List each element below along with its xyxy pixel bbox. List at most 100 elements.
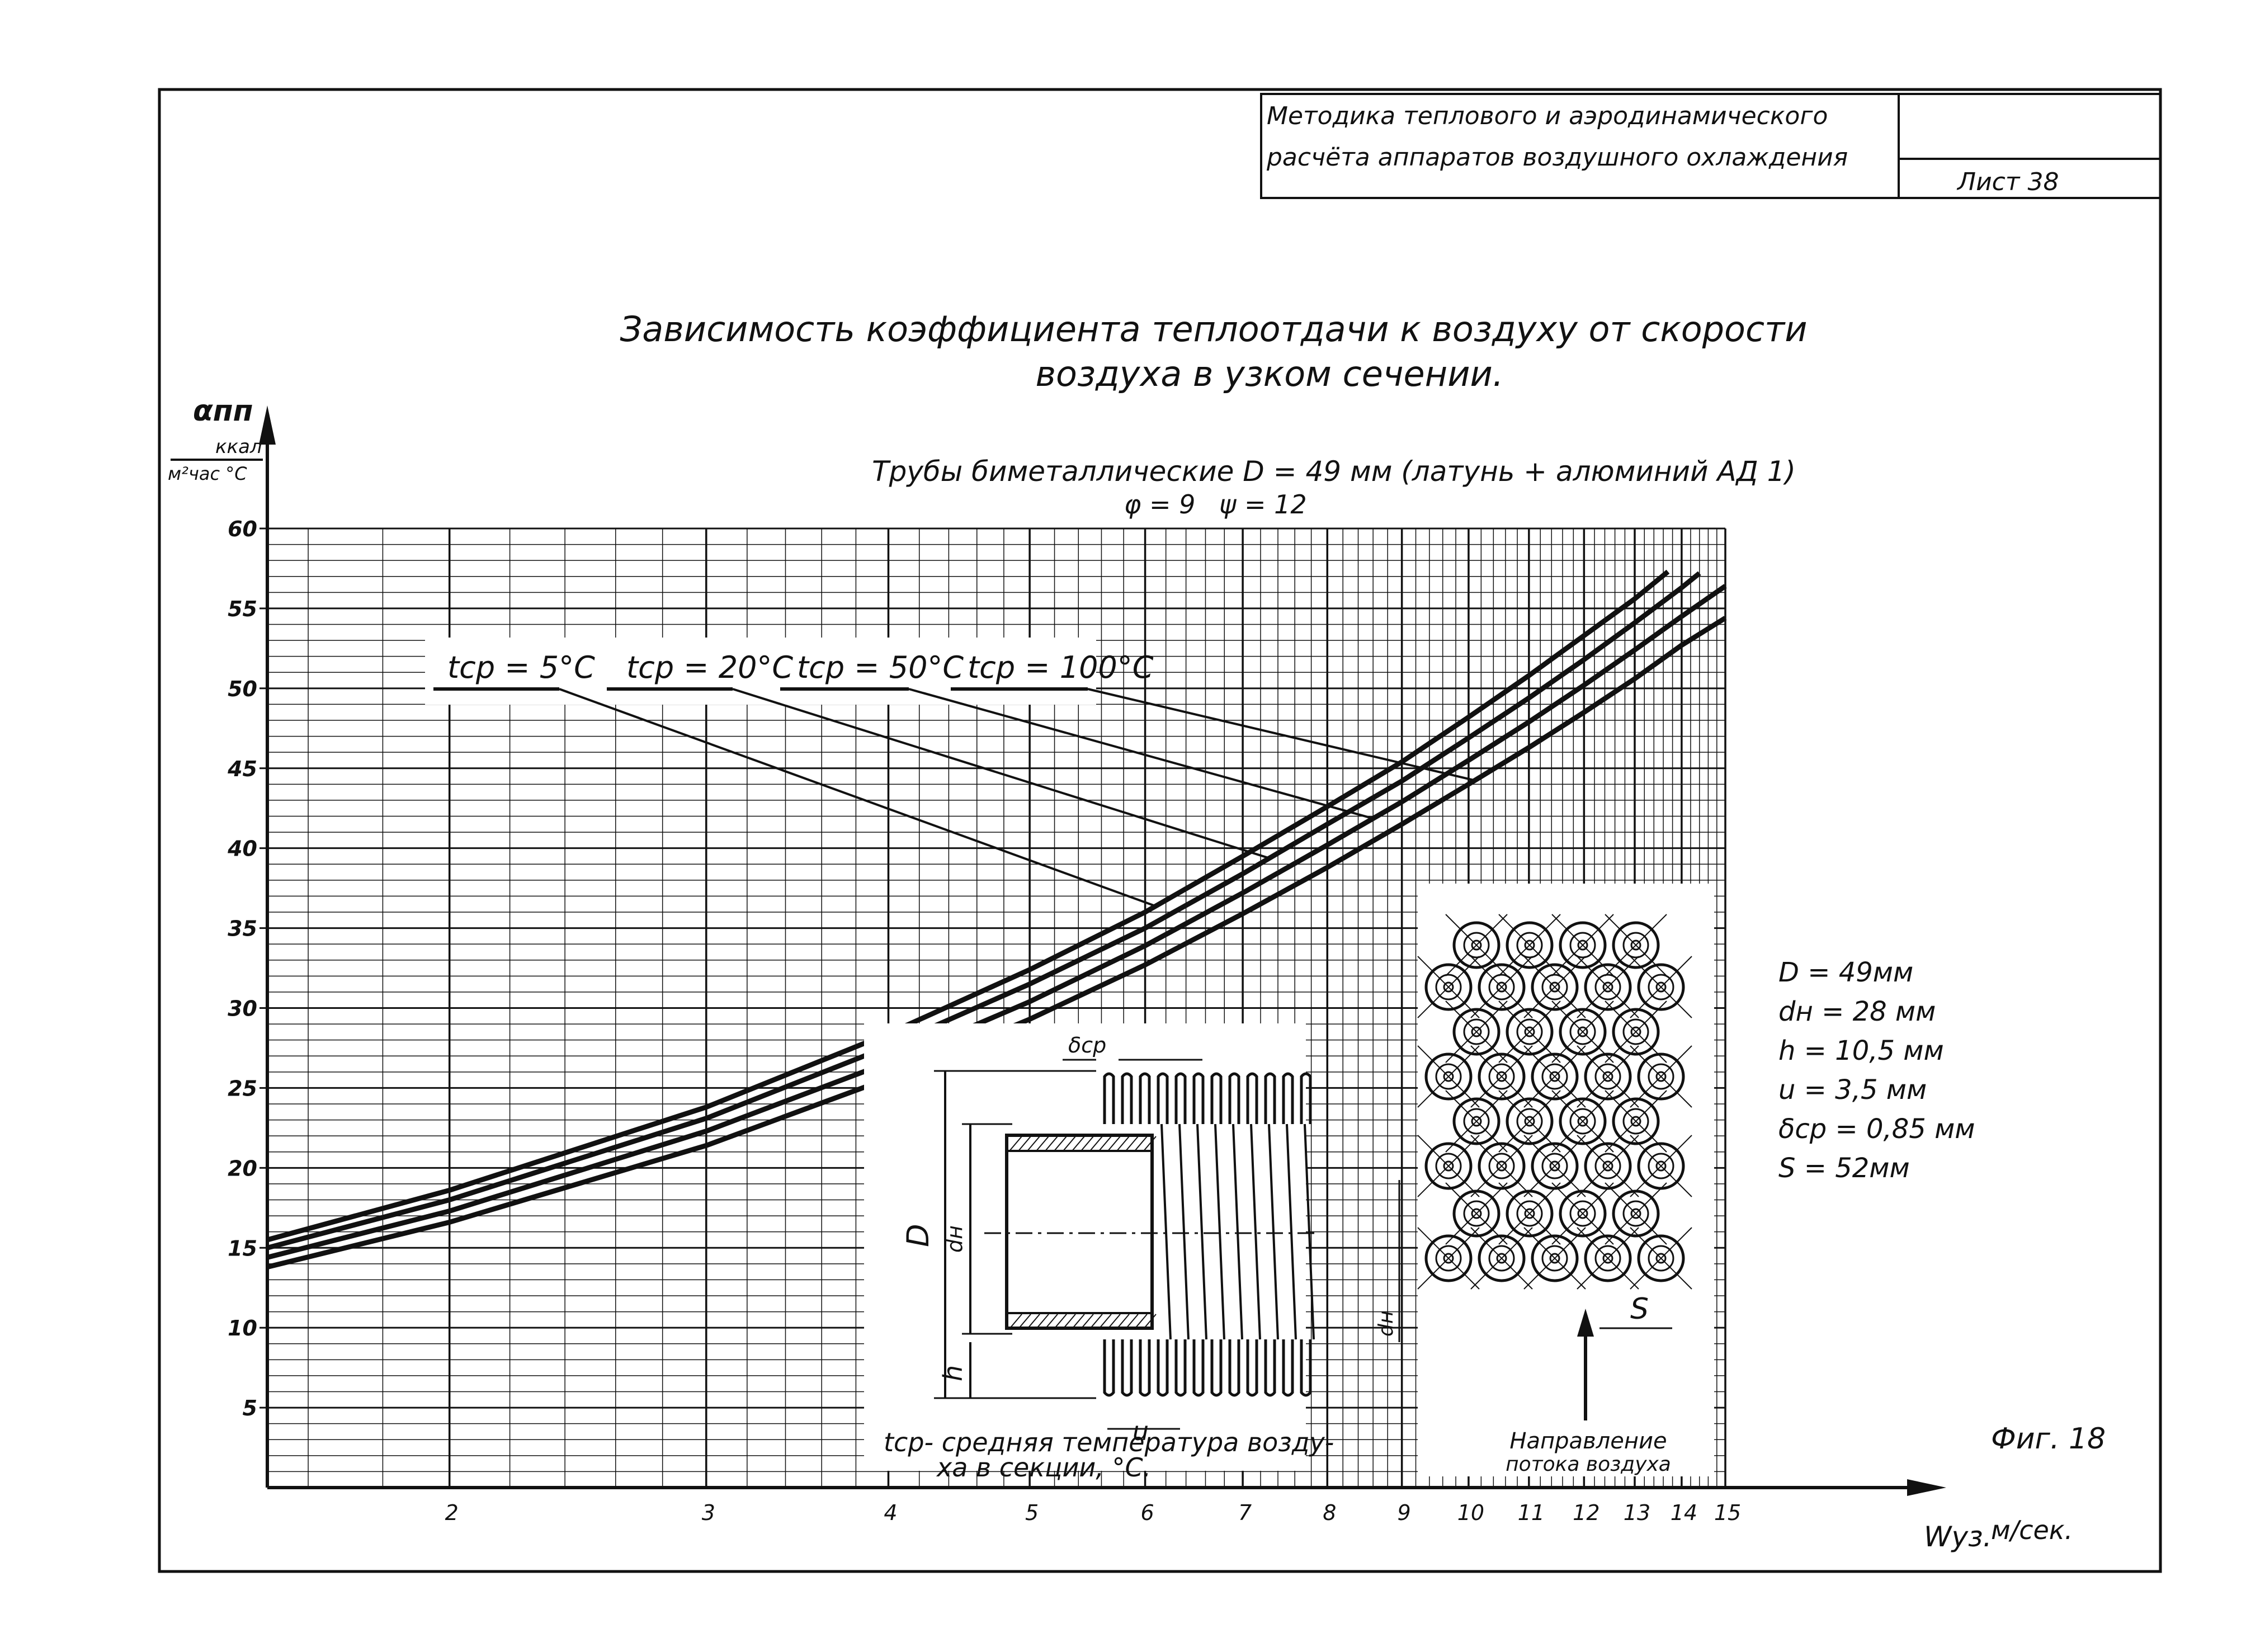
- tube-core-circle: [1622, 1200, 1649, 1227]
- title-block: Методика теплового и аэродинамического р…: [1260, 93, 2162, 199]
- x-tick-label: 15: [1714, 1500, 1741, 1525]
- bundle-diagonal: [1630, 1227, 1692, 1290]
- tube-fin-circle: [1478, 963, 1526, 1011]
- fin-bottom: [1192, 1339, 1205, 1397]
- tube-core-circle: [1569, 1018, 1596, 1045]
- bundle-diagonal: [1577, 1045, 1639, 1108]
- tube-core-circle: [1488, 1153, 1515, 1179]
- fin-helix: [1178, 1124, 1190, 1340]
- bundle-diagonal: [1417, 1045, 1480, 1108]
- tube-fin-circle: [1559, 921, 1607, 969]
- tube-core-circle: [1516, 932, 1543, 959]
- legend-label-1: tср = 5°С: [447, 650, 595, 685]
- tube-bore: [1655, 981, 1667, 993]
- fin-top: [1157, 1072, 1169, 1124]
- x-axis-symbol: Wуз.: [1924, 1521, 1992, 1553]
- bundle-diagonal: [1498, 1000, 1561, 1063]
- bundle-diagonal: [1470, 956, 1533, 1018]
- dim-dn-label: dн: [942, 1225, 967, 1253]
- y-tick-label: 50: [228, 677, 257, 701]
- tube-bore: [1630, 1026, 1641, 1037]
- bundle-diagonal: [1445, 1182, 1508, 1245]
- tube-core-circle: [1648, 974, 1674, 1000]
- title-block-line2: расчёта аппаратов воздушного охлаждения: [1266, 143, 1848, 172]
- spec-h: h = 10,5 мм: [1778, 1035, 1944, 1066]
- chart-series: [266, 569, 1727, 1269]
- tube-bore: [1524, 1026, 1535, 1037]
- bundle-diagonal: [1577, 1227, 1639, 1290]
- fin-helix: [1268, 1124, 1279, 1340]
- x-tick-label: 4: [884, 1500, 897, 1525]
- tube-bore: [1524, 1208, 1535, 1219]
- tube-core-circle: [1435, 1063, 1462, 1090]
- tube-core-circle: [1435, 1153, 1462, 1179]
- fin-tube-inset: δср D dн h u: [864, 1023, 1320, 1471]
- x-tick-label: 7: [1238, 1500, 1252, 1525]
- y-tick-label: 5: [243, 1396, 257, 1420]
- legend-label-3: tср = 50°С: [797, 650, 964, 685]
- fin-top: [1300, 1072, 1312, 1124]
- tube-bore: [1443, 981, 1454, 993]
- x-tick-label: 14: [1671, 1500, 1697, 1525]
- tube-fin-circle: [1612, 921, 1660, 969]
- tube-fin-circle: [1637, 1234, 1685, 1282]
- tube-core-circle: [1463, 1018, 1490, 1045]
- legend-note-line2: ха в секции, °С.: [936, 1452, 1151, 1483]
- bundle-diagonal: [1498, 1182, 1561, 1245]
- tube-bore: [1630, 1208, 1641, 1219]
- legend-leader: [1087, 688, 1475, 782]
- bundle-diagonal: [1577, 956, 1639, 1018]
- tube-bore: [1655, 1253, 1667, 1264]
- bundle-diagonal: [1577, 1135, 1639, 1197]
- tube-core-circle: [1541, 1245, 1568, 1272]
- tube-bore: [1471, 940, 1482, 951]
- tube-bore: [1630, 1116, 1641, 1127]
- tube-fin-circle: [1559, 1097, 1607, 1145]
- dim-u-label: u: [1133, 1416, 1149, 1446]
- tube-fin-circle: [1612, 1097, 1660, 1145]
- tube-fin-circle: [1584, 1052, 1632, 1101]
- fin-bottom: [1228, 1339, 1240, 1397]
- bundle-diagonal: [1470, 1227, 1533, 1290]
- tube-fin-circle: [1559, 1008, 1607, 1056]
- x-tick-label: 3: [702, 1500, 715, 1525]
- tube-bore: [1602, 1160, 1613, 1172]
- legend-label-2: tср = 20°С: [626, 650, 793, 685]
- tube-core-circle: [1594, 1245, 1621, 1272]
- y-tick-label: 30: [228, 997, 257, 1021]
- series-line-3: [266, 584, 1727, 1260]
- tube-fin-circle: [1531, 963, 1579, 1011]
- x-tick-label: 13: [1624, 1500, 1650, 1525]
- tube-core-circle: [1622, 1108, 1649, 1135]
- x-tick-label: 9: [1398, 1500, 1411, 1525]
- tube-core-circle: [1463, 932, 1490, 959]
- fin-bottom: [1103, 1339, 1115, 1397]
- tube-fin-circle: [1506, 1008, 1554, 1056]
- fin-helix: [1160, 1124, 1172, 1340]
- legend-note-line1: tср- средняя температура возду-: [884, 1427, 1334, 1457]
- y-tick-label: 25: [228, 1076, 257, 1101]
- chart-axes: [259, 405, 1946, 1496]
- fin-bottom: [1210, 1339, 1223, 1397]
- dim-D-label: D: [900, 1224, 936, 1247]
- x-axis-unit: м/сек.: [1991, 1515, 2073, 1545]
- tube-fin-circle: [1452, 1097, 1501, 1145]
- legend-leader: [559, 688, 1156, 908]
- tube-core-circle: [1541, 1063, 1568, 1090]
- bundle-diagonal: [1417, 956, 1480, 1018]
- chart-subtitle-phi: φ = 9: [1124, 489, 1195, 520]
- y-tick-label: 40: [227, 837, 257, 861]
- tube-bore: [1602, 981, 1613, 993]
- tube-core-circle: [1648, 1063, 1674, 1090]
- bundle-diagonal: [1605, 1000, 1667, 1063]
- fin-helix: [1214, 1124, 1225, 1340]
- tube-fin-circle: [1506, 1190, 1554, 1238]
- sheet-number: Лист 38: [1956, 168, 2059, 196]
- tube-core-circle: [1622, 1018, 1649, 1045]
- fin-helix: [1286, 1124, 1297, 1340]
- fin-bottom: [1139, 1339, 1151, 1397]
- chart-subtitle-line1: Трубы биметаллические D = 49 мм (латунь …: [872, 455, 1796, 488]
- title-block-line1: Методика теплового и аэродинамического: [1267, 102, 1828, 130]
- tube-core-circle: [1541, 974, 1568, 1000]
- tube-fin-circle: [1506, 921, 1554, 969]
